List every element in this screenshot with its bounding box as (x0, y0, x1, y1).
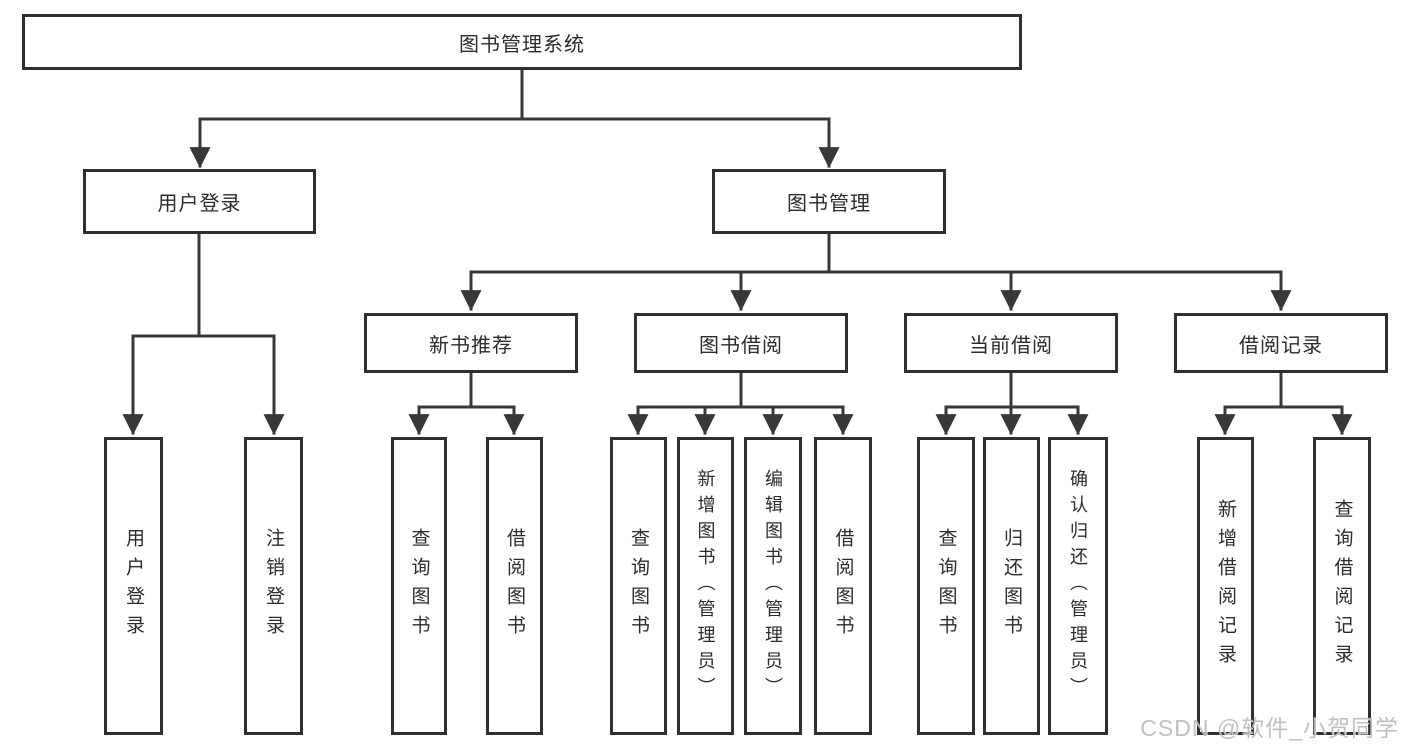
node-add-borrow-record: 新增借阅记录 (1197, 437, 1254, 735)
node-label: 编辑图书（管理员） (763, 469, 783, 703)
node-label: 查询图书 (935, 528, 957, 644)
node-new-book-recommend: 新书推荐 (364, 313, 578, 373)
node-borrow-books-recommend: 借阅图书 (486, 437, 543, 735)
node-label: 借阅图书 (832, 528, 854, 644)
node-label: 借阅记录 (1239, 334, 1323, 357)
node-label: 新书推荐 (429, 334, 513, 357)
node-current-borrowing: 当前借阅 (904, 313, 1118, 373)
node-library-management-system: 图书管理系统 (22, 14, 1022, 70)
node-label: 注销登录 (263, 528, 284, 644)
node-user-login-leaf: 用户登录 (104, 437, 163, 735)
node-label: 归还图书 (1001, 528, 1022, 644)
node-label: 确认归还（管理员） (1068, 469, 1088, 703)
node-label: 图书管理系统 (459, 33, 585, 56)
node-return-books: 归还图书 (983, 437, 1040, 735)
node-label: 新增图书（管理员） (695, 469, 716, 703)
node-label: 用户登录 (157, 193, 242, 215)
node-label: 查询图书 (408, 528, 430, 644)
node-query-books-recommend: 查询图书 (391, 437, 447, 735)
node-book-borrowing: 图书借阅 (634, 313, 848, 373)
node-label: 用户登录 (123, 528, 144, 644)
node-borrowing-records: 借阅记录 (1174, 313, 1388, 373)
node-label: 新增借阅记录 (1215, 499, 1236, 673)
node-query-borrow-record: 查询借阅记录 (1313, 437, 1371, 735)
csdn-watermark: CSDN @软件_小贺同学 (1140, 715, 1399, 741)
node-borrow-books: 借阅图书 (814, 437, 872, 735)
node-user-login: 用户登录 (83, 169, 316, 234)
node-add-books-admin: 新增图书（管理员） (677, 437, 734, 735)
node-label: 借阅图书 (504, 528, 525, 644)
node-query-books-borrow: 查询图书 (610, 437, 667, 735)
node-label: 查询图书 (628, 528, 649, 644)
node-label: 查询借阅记录 (1331, 499, 1353, 673)
node-edit-books-admin: 编辑图书（管理员） (744, 437, 802, 735)
node-label: 当前借阅 (969, 334, 1053, 357)
node-label: 图书管理 (787, 193, 871, 215)
node-logout: 注销登录 (244, 437, 303, 735)
node-query-books-current: 查询图书 (917, 437, 975, 735)
node-confirm-return-admin: 确认归还（管理员） (1048, 437, 1108, 735)
node-book-management: 图书管理 (712, 169, 946, 234)
node-label: 图书借阅 (699, 334, 783, 357)
